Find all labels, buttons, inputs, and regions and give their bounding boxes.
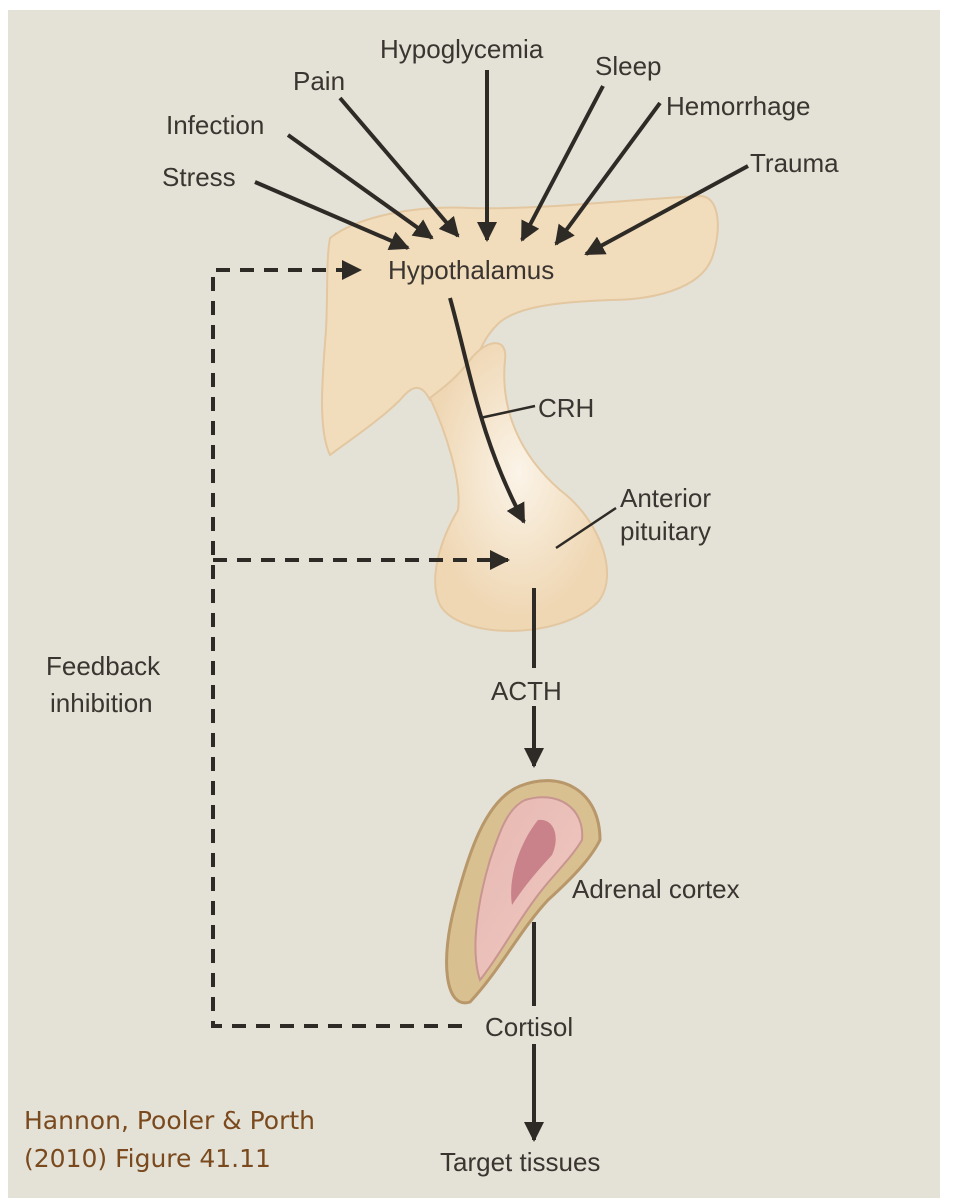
crh-leader-line	[479, 404, 536, 420]
anterior-pituitary-label-line2: pituitary	[620, 516, 711, 546]
stimulus-label-hypoglycemia: Hypoglycemia	[380, 34, 544, 64]
feedback-label-line1: Feedback	[46, 651, 161, 681]
infection-arrow	[286, 133, 434, 240]
hemorrhage-arrow	[554, 101, 662, 246]
crh-label: CRH	[538, 393, 594, 423]
cortisol-label-backdrop	[482, 1006, 594, 1044]
hypothalamus-tissue	[321, 194, 719, 457]
acth-label-backdrop	[488, 668, 580, 706]
stress-arrow	[254, 180, 410, 251]
feedback-label-backdrop	[40, 648, 190, 726]
stimulus-label-stress: Stress	[162, 162, 236, 192]
figure-credit-line2: (2010) Figure 41.11	[24, 1144, 271, 1173]
anterior-pituitary-leader-line	[555, 506, 617, 550]
acth-label: ACTH	[491, 676, 562, 706]
cortisol-label: Cortisol	[485, 1012, 573, 1042]
stimulus-arrows	[254, 70, 749, 256]
crh-arrow	[448, 297, 526, 524]
feedback-main-line	[211, 260, 462, 1028]
anterior-pituitary-label-line1: Anterior	[620, 483, 711, 513]
trauma-arrow	[584, 164, 749, 256]
figure-credit-line1: Hannon, Pooler & Porth	[24, 1106, 316, 1135]
stimulus-label-hemorrhage: Hemorrhage	[666, 91, 811, 121]
feedback-inhibition-loop	[211, 260, 510, 1028]
stimulus-label-pain: Pain	[293, 66, 345, 96]
stimulus-label-sleep: Sleep	[595, 51, 662, 81]
stimulus-label-trauma: Trauma	[750, 148, 839, 178]
pituitary-tissue	[428, 342, 608, 632]
hypothalamus-label: Hypothalamus	[388, 255, 554, 285]
adrenal-gland	[445, 779, 602, 1005]
stimulus-label-infection: Infection	[166, 110, 264, 140]
sleep-arrow	[520, 85, 605, 242]
pain-arrow	[338, 96, 460, 238]
adrenal-cortex-label: Adrenal cortex	[572, 874, 740, 904]
feedback-label-line2: inhibition	[50, 688, 153, 718]
target-tissues-label: Target tissues	[440, 1147, 600, 1177]
